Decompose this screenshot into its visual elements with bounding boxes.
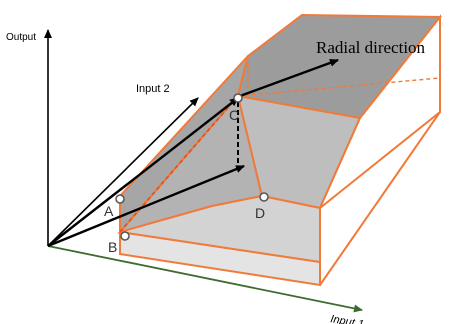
hidden-edge-2 [237,77,441,97]
point-b [120,231,130,241]
solid-body [117,13,443,287]
point-a [115,194,125,204]
point-a-label: A [104,203,114,219]
rays [47,58,339,248]
radial-direction-label: Radial direction [316,38,426,57]
floor-face [119,194,321,264]
input2-axis [47,97,199,247]
point-c [233,93,243,103]
input2-axis-label: Input 2 [136,83,170,95]
axes: Output Input 2 Input 1 [6,29,365,324]
input1-axis-label: Input 1 [329,313,364,324]
ray-to-projection [47,164,245,248]
right-bottom-edge [319,111,441,286]
input1-axis [47,245,363,313]
point-d [259,192,269,202]
radial-direction-arrow [239,58,339,98]
output-axis-label: Output [6,32,36,43]
ray-to-c [47,97,239,247]
point-c-label: C [229,107,239,123]
points: A B C D [104,93,269,255]
point-d-label: D [255,205,265,221]
point-b-label: B [108,239,117,255]
